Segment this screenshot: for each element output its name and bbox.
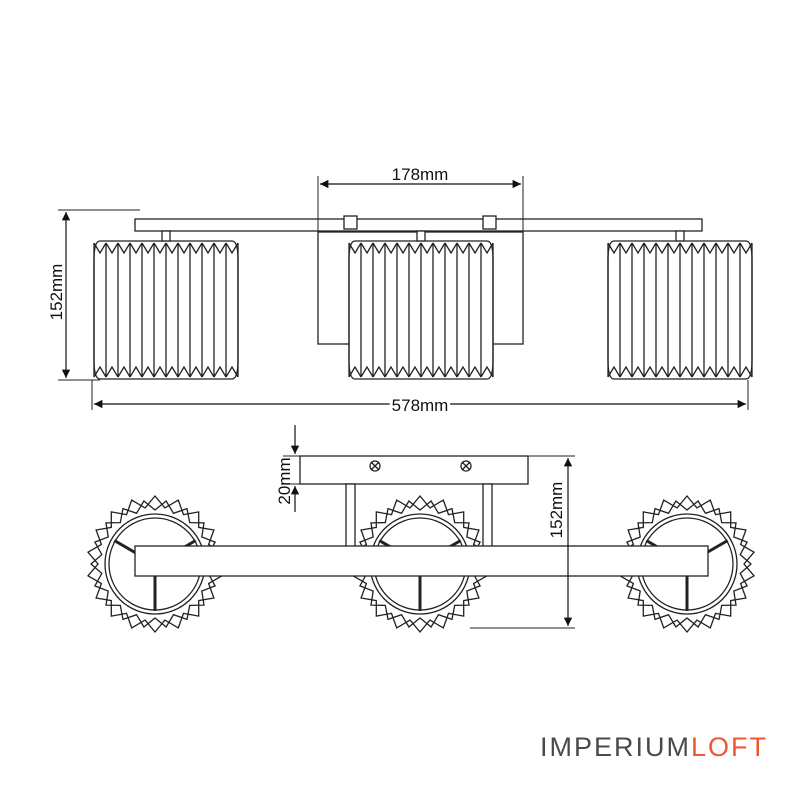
dimension-152-front: 152mm [47, 209, 140, 381]
front-shade [348, 230, 494, 380]
brand-primary: IMPERIUM [540, 732, 691, 762]
screw-icon [369, 460, 381, 472]
bar-joint-right [482, 215, 497, 230]
dimension-178: 178mm [317, 165, 524, 232]
screw-icon [460, 460, 472, 472]
dimension-20: 20mm [275, 425, 300, 512]
dim-label-top-height: 152mm [547, 482, 566, 539]
dim-label-front-height: 152mm [47, 264, 66, 321]
dim-label-total-width: 578mm [392, 396, 449, 415]
stem-right [482, 483, 493, 549]
bar-joint-left [343, 215, 358, 230]
dimension-578: 578mm [91, 380, 749, 418]
top-view [86, 455, 756, 634]
front-view [93, 215, 753, 380]
front-shade [607, 230, 753, 380]
stem-left [345, 483, 356, 549]
front-bar [134, 218, 703, 232]
brand-logo: IMPERIUMLOFT [540, 732, 768, 763]
dimension-152-top: 152mm [470, 455, 575, 629]
dim-label-plate-height: 20mm [275, 457, 294, 504]
top-bar [134, 545, 709, 577]
brand-accent: LOFT [691, 732, 769, 762]
ceiling-plate [299, 455, 529, 485]
front-shade [93, 230, 239, 380]
dim-label-front-width: 178mm [392, 165, 449, 184]
